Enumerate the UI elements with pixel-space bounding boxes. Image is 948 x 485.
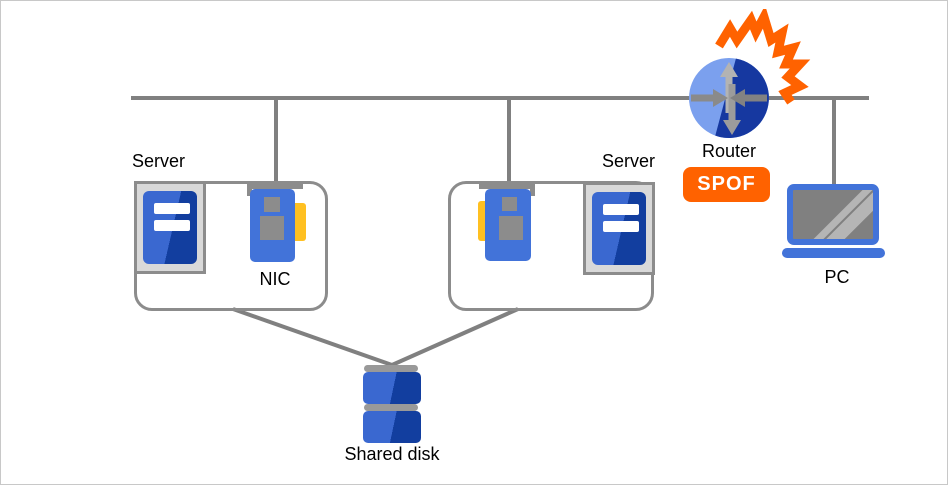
- server-tower: [143, 191, 197, 264]
- disk-top-bar: [364, 404, 418, 411]
- router-arrow-right-icon: [730, 89, 767, 107]
- server-slot-bar: [154, 220, 190, 231]
- explosion-icon: [715, 9, 811, 105]
- shared-disk-icon: [363, 365, 421, 443]
- disk-link-right: [391, 307, 519, 367]
- nic-right-icon: [478, 184, 538, 264]
- nic-bracket: [479, 184, 535, 189]
- server-tower: [592, 192, 646, 265]
- router-arrow-down-icon: [723, 84, 741, 135]
- server-slot-bar: [603, 221, 639, 232]
- pc-base: [782, 248, 885, 258]
- screen-glare-stripe: [819, 190, 873, 239]
- pc-label: PC: [824, 267, 850, 287]
- nic-chip-small: [502, 197, 517, 211]
- nic-chip-large: [260, 216, 284, 240]
- server-slot-bar: [603, 204, 639, 215]
- disk-platter: [363, 372, 421, 404]
- disk-platter: [363, 411, 421, 443]
- server-right-label: Server: [601, 151, 655, 171]
- disk-top-bar: [364, 365, 418, 372]
- router-arrow-left-icon: [691, 89, 728, 107]
- spof-badge: SPOF: [683, 167, 770, 202]
- disk-link-left: [232, 307, 393, 367]
- nic-left-icon: [247, 184, 307, 264]
- router-icon: [689, 9, 811, 138]
- pc-icon: [787, 184, 879, 245]
- nic-chip-large: [499, 216, 523, 240]
- router-label: Router: [701, 141, 757, 161]
- nic-chip-small: [264, 197, 280, 212]
- server-left-icon: [134, 181, 206, 274]
- server-left-label: Server: [132, 151, 186, 171]
- shared-disk-label: Shared disk: [344, 444, 440, 464]
- server-right-icon: [583, 182, 655, 275]
- nic-bracket-hook: [247, 184, 252, 196]
- nic-label: NIC: [259, 269, 291, 289]
- server-slot-bar: [154, 203, 190, 214]
- nic-bracket: [247, 184, 303, 189]
- nic-bracket-hook: [530, 184, 535, 196]
